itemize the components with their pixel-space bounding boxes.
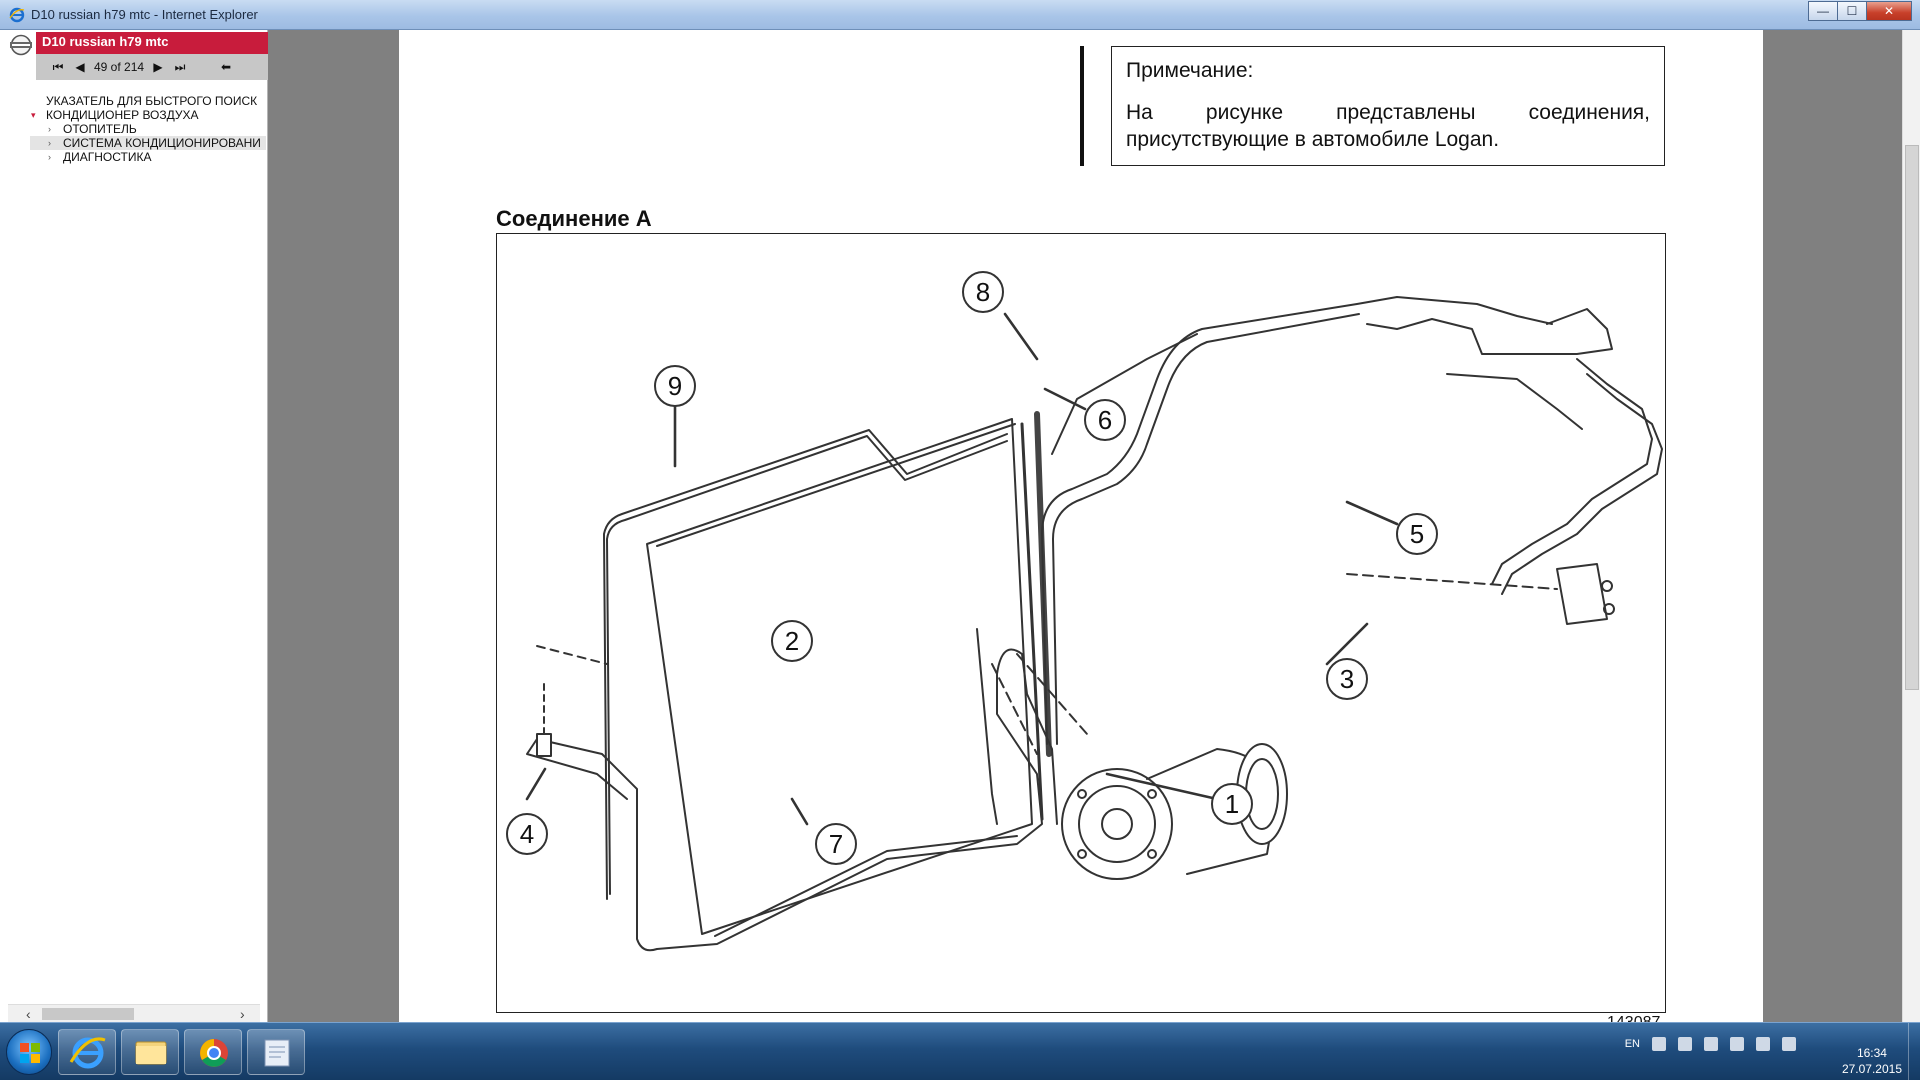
scroll-right-icon[interactable]: › (240, 1006, 245, 1022)
document-sidebar: D10 russian h79 mtc ⏮ ◀ 49 of 214 ▶ ⏭ ⬅ … (0, 30, 272, 1022)
tray-app-icon[interactable] (1678, 1037, 1692, 1051)
diagram-drawing: 9 8 2 6 5 3 1 7 4 (506, 271, 1663, 952)
network-icon[interactable] (1756, 1037, 1770, 1051)
note-body: На рисунке представлены соединения, прис… (1126, 101, 1650, 151)
toc-item-diagnostics[interactable]: › ДИАГНОСТИКА (48, 150, 152, 164)
document-page: Примечание: На рисунке представлены соед… (399, 30, 1763, 1031)
back-arrow-icon[interactable]: ⬅ (221, 60, 232, 74)
callout-5: 5 (1410, 519, 1424, 549)
chrome-icon (200, 1039, 228, 1067)
window-title-bar: D10 russian h79 mtc - Internet Explorer … (0, 0, 1920, 30)
system-tray: EN (1625, 1037, 1870, 1051)
page-indicator: 49 of 214 (94, 60, 145, 74)
clock[interactable]: 16:34 27.07.2015 (1842, 1045, 1902, 1077)
language-indicator[interactable]: EN (1624, 1038, 1640, 1050)
callout-2: 2 (785, 626, 799, 656)
windows-logo-icon (20, 1043, 40, 1063)
callout-leaders (525, 312, 1399, 826)
collapsed-caret-icon: › (48, 138, 51, 148)
pressure-switch (536, 645, 608, 757)
first-page-icon[interactable]: ⏮ (52, 59, 64, 74)
sidebar-horizontal-scrollbar[interactable]: ‹ › (8, 1004, 260, 1022)
callout-3: 3 (1340, 664, 1354, 694)
document-title: D10 russian h79 mtc (36, 32, 272, 54)
taskbar: EN 16:34 27.07.2015 (0, 1022, 1920, 1081)
start-button[interactable] (6, 1029, 52, 1075)
note-title: Примечание: (1126, 59, 1254, 82)
page-navigation: ⏮ ◀ 49 of 214 ▶ ⏭ ⬅ (36, 54, 272, 80)
toc-item-heater[interactable]: › ОТОПИТЕЛЬ (48, 122, 137, 136)
collapsed-caret-icon: › (48, 152, 51, 162)
hose-5 (1366, 308, 1663, 595)
previous-page-icon[interactable]: ◀ (75, 60, 85, 74)
scrollbar-thumb[interactable] (1905, 145, 1919, 690)
callout-7: 7 (829, 829, 843, 859)
callout-1: 1 (1225, 789, 1239, 819)
callout-circles (506, 271, 1438, 865)
scrollbar-thumb[interactable] (42, 1008, 134, 1020)
taskbar-document-app-button[interactable] (247, 1029, 305, 1075)
volume-icon[interactable] (1782, 1037, 1796, 1051)
window-title: D10 russian h79 mtc - Internet Explorer (31, 7, 258, 22)
internet-explorer-icon (9, 7, 25, 23)
hose-6 (1041, 296, 1553, 745)
connection-heading: Соединение А (496, 206, 652, 231)
page-vertical-scrollbar[interactable] (1902, 30, 1920, 1022)
collapsed-caret-icon: › (48, 124, 51, 134)
note-box: Примечание: На рисунке представлены соед… (1111, 46, 1665, 166)
note-margin-bar (1080, 46, 1084, 166)
next-page-icon[interactable]: ▶ (153, 60, 163, 74)
action-center-flag-icon[interactable] (1730, 1037, 1744, 1051)
document-viewer: Примечание: На рисунке представлены соед… (268, 30, 1902, 1031)
callout-4: 4 (520, 819, 534, 849)
toc-item-ac-system[interactable]: › СИСТЕМА КОНДИЦИОНИРОВАНИ (30, 136, 266, 150)
callout-6: 6 (1098, 405, 1112, 435)
compressor (991, 653, 1288, 880)
document-app-icon (264, 1039, 290, 1067)
callout-9: 9 (668, 371, 682, 401)
close-button[interactable]: ✕ (1866, 1, 1912, 21)
clock-time: 16:34 (1856, 1046, 1887, 1060)
show-desktop-button[interactable] (1908, 1023, 1920, 1081)
toc-tree: УКАЗАТЕЛЬ ДЛЯ БЫСТРОГО ПОИСК ▾ КОНДИЦИОН… (30, 94, 266, 164)
minimize-button[interactable]: — (1808, 1, 1838, 21)
taskbar-chrome-button[interactable] (184, 1029, 242, 1075)
tray-app-icon[interactable] (1704, 1037, 1718, 1051)
taskbar-ie-button[interactable] (58, 1029, 116, 1075)
toc-section-air-conditioning[interactable]: ▾ КОНДИЦИОНЕР ВОЗДУХА (31, 108, 199, 122)
folder-icon (135, 1041, 167, 1065)
toc-root[interactable]: УКАЗАТЕЛЬ ДЛЯ БЫСТРОГО ПОИСК (46, 94, 258, 108)
expansion-valve (1346, 563, 1615, 625)
brand-logo-icon (10, 34, 32, 56)
ac-connection-diagram: 9 8 2 6 5 3 1 7 4 (496, 233, 1666, 1013)
hose-7 (526, 628, 1058, 952)
internet-explorer-icon (69, 1037, 106, 1069)
callout-8: 8 (976, 277, 990, 307)
taskbar-explorer-button[interactable] (121, 1029, 179, 1075)
clock-date: 27.07.2015 (1841, 1062, 1902, 1076)
document-header: D10 russian h79 mtc ⏮ ◀ 49 of 214 ▶ ⏭ ⬅ (8, 32, 272, 82)
window-controls: — ☐ ✕ (1808, 1, 1912, 21)
scroll-left-icon[interactable]: ‹ (26, 1006, 31, 1022)
last-page-icon[interactable]: ⏭ (174, 59, 186, 74)
maximize-button[interactable]: ☐ (1837, 1, 1867, 21)
tray-app-icon[interactable] (1652, 1037, 1666, 1051)
expanded-caret-icon: ▾ (31, 110, 36, 120)
